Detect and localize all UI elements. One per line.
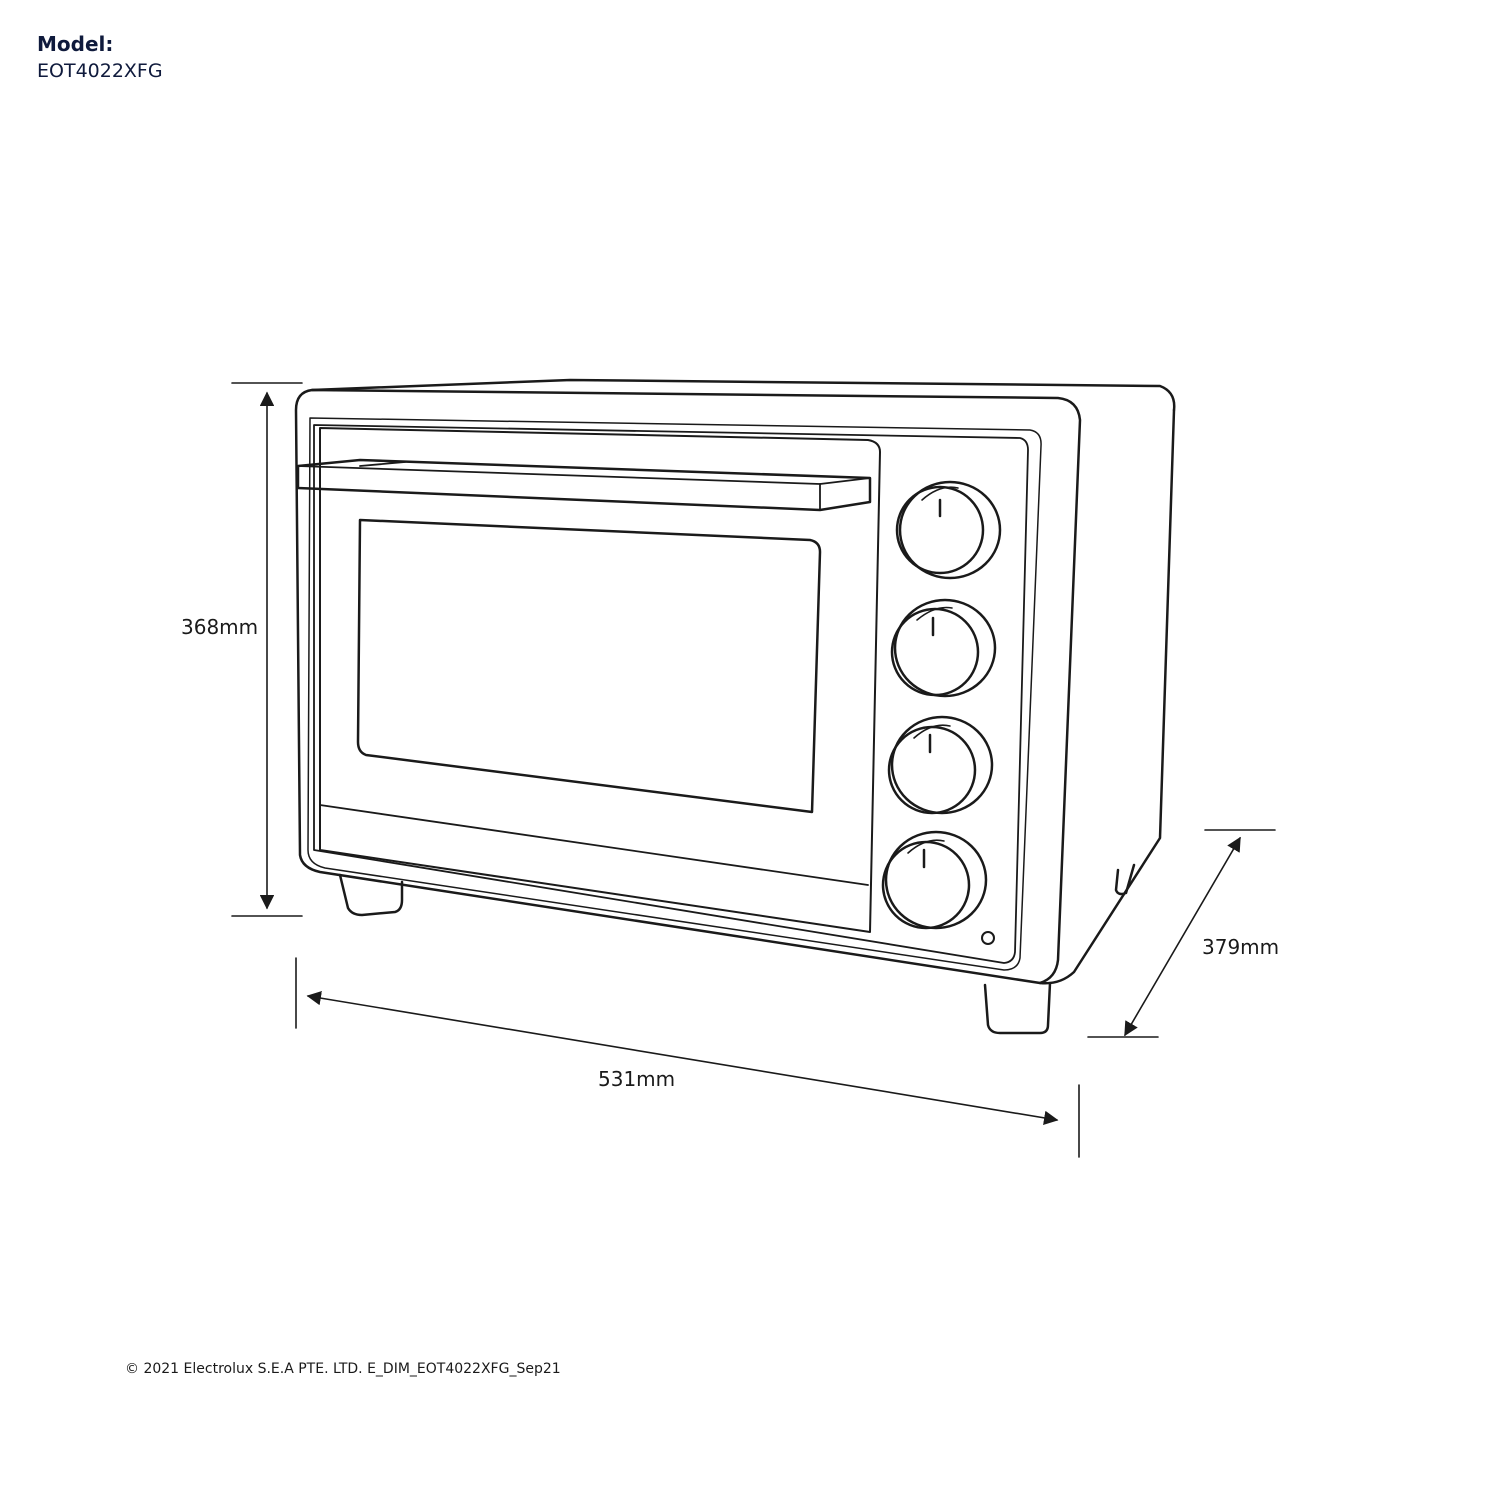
height-dimension-label: 368mm	[181, 615, 259, 639]
model-number: EOT4022XFG	[37, 60, 163, 82]
depth-dimension-label: 379mm	[1202, 935, 1280, 959]
oven-door	[319, 427, 881, 933]
control-knob-2[interactable]	[890, 598, 997, 698]
model-label: Model:	[37, 32, 114, 56]
oven-body	[294, 378, 1176, 985]
control-knob-4[interactable]	[881, 830, 988, 930]
door-window	[356, 518, 822, 814]
width-dimension-line	[295, 957, 1080, 1158]
door-handle[interactable]	[296, 458, 872, 512]
control-knob-1[interactable]	[895, 480, 1002, 580]
width-dimension-label: 531mm	[598, 1067, 676, 1091]
height-dimension-line	[231, 382, 303, 917]
control-knob-3[interactable]	[887, 715, 994, 815]
copyright-notice: © 2021 Electrolux S.E.A PTE. LTD. E_DIM_…	[125, 1361, 561, 1377]
indicator-light-icon	[981, 931, 995, 945]
depth-dimension-line	[1087, 829, 1276, 1038]
